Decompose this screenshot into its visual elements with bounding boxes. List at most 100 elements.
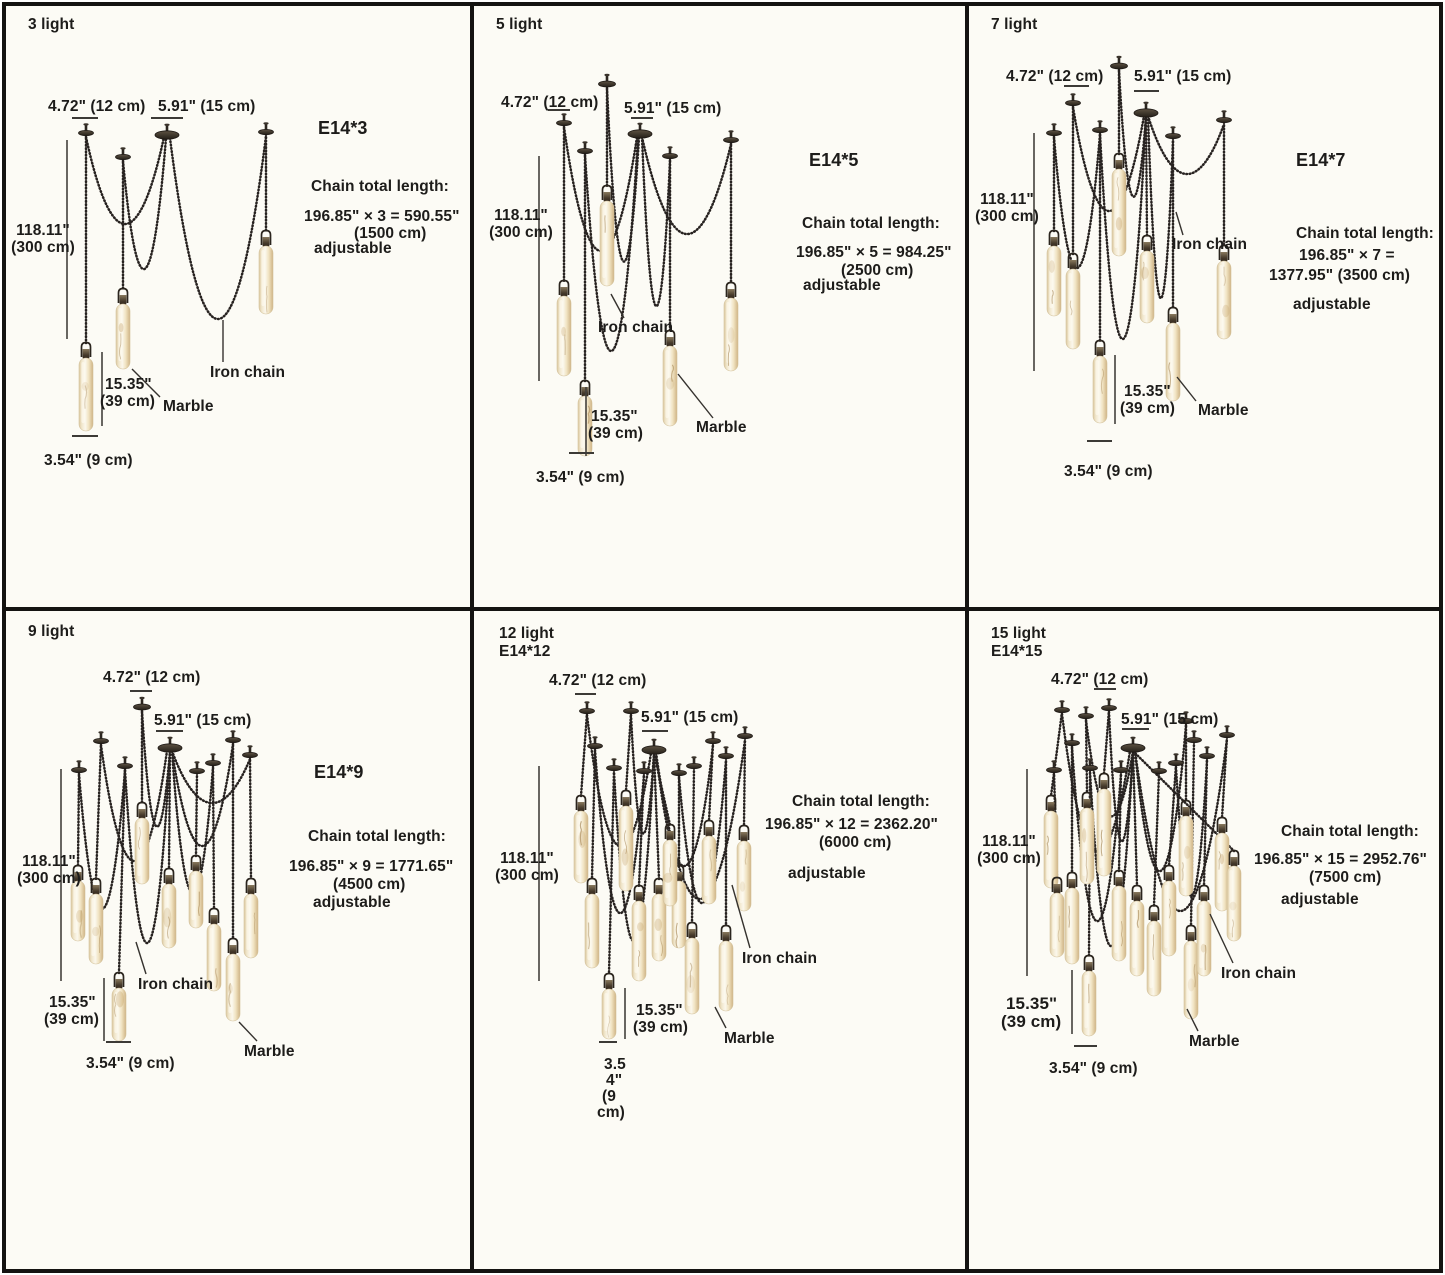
iron-chain-label: Iron chain bbox=[1221, 965, 1297, 982]
marble-pendant bbox=[1146, 904, 1162, 997]
canopy bbox=[1101, 698, 1117, 712]
canopy bbox=[1065, 93, 1081, 107]
bottom-dim: 3.54" (9 cm) bbox=[44, 452, 133, 469]
marble-pendant bbox=[1139, 234, 1155, 324]
marble-dim-cm: (39 cm) bbox=[588, 425, 643, 442]
marble-pendant bbox=[618, 789, 634, 892]
marble-pendant bbox=[1092, 339, 1108, 424]
height-dim-inches: 118.11" bbox=[982, 833, 1036, 850]
marble-pendant bbox=[1216, 244, 1232, 340]
dimension-lines bbox=[1033, 85, 1197, 442]
marble-pendant bbox=[111, 971, 127, 1042]
chain-swags bbox=[77, 709, 252, 945]
height-dim-inches: 118.11" bbox=[500, 850, 554, 867]
chain-drops bbox=[84, 132, 268, 345]
chandelier-drawing bbox=[538, 73, 739, 457]
height-dim-inches: 118.11" bbox=[16, 222, 70, 239]
adjustable-note: adjustable bbox=[803, 277, 881, 294]
marble-pendant bbox=[573, 794, 589, 884]
canopy bbox=[1178, 711, 1194, 725]
marble-pendant bbox=[78, 341, 94, 432]
panel-title: 7 light bbox=[991, 16, 1038, 33]
marble-pendant bbox=[1178, 799, 1194, 897]
adjustable-note: adjustable bbox=[313, 894, 391, 911]
dim-width-large: 5.91" (15 cm) bbox=[154, 712, 252, 729]
chain-swags bbox=[84, 134, 268, 320]
dim-width-large: 5.91" (15 cm) bbox=[641, 709, 739, 726]
chain-length-cm: (2500 cm) bbox=[841, 262, 914, 279]
chain-length-value: 196.85" × 3 = 590.55" bbox=[304, 208, 460, 225]
chandelier-drawing bbox=[538, 693, 753, 1043]
canopy bbox=[1078, 706, 1094, 720]
ceiling-plate bbox=[154, 123, 180, 140]
marble-dim-inches: 15.35" bbox=[636, 1002, 683, 1019]
dim-width-large: 5.91" (15 cm) bbox=[624, 100, 722, 117]
adjustable-note: adjustable bbox=[788, 865, 866, 882]
marble-pendant bbox=[1161, 864, 1177, 957]
height-dim-inches: 118.11" bbox=[22, 853, 76, 870]
panel-title: 15 light bbox=[991, 625, 1047, 642]
marble-pendant bbox=[1096, 772, 1112, 877]
height-dim-cm: (300 cm) bbox=[17, 870, 81, 887]
bulb-spec: E14*3 bbox=[318, 118, 368, 138]
chain-length-cm: 1377.95" (3500 cm) bbox=[1269, 267, 1410, 284]
marble-pendant bbox=[651, 877, 667, 962]
dimension-lines bbox=[66, 117, 224, 437]
canopy bbox=[686, 756, 702, 769]
ceiling-plate bbox=[1133, 101, 1159, 118]
canopy bbox=[1046, 123, 1062, 137]
height-dim-cm: (300 cm) bbox=[975, 208, 1039, 225]
canopy bbox=[242, 745, 258, 758]
marble-pendant bbox=[1064, 871, 1080, 965]
chain-length-heading: Chain total length: bbox=[792, 793, 930, 810]
height-dim-cm: (300 cm) bbox=[977, 850, 1041, 867]
panel-title: 12 light bbox=[499, 625, 555, 642]
marble-dim-cm: (39 cm) bbox=[100, 393, 155, 410]
adjustable-note: adjustable bbox=[314, 240, 392, 257]
marble-pendant bbox=[736, 824, 752, 912]
chain-length-value: 196.85" × 12 = 2362.20" bbox=[765, 816, 939, 833]
iron-chain-label: Iron chain bbox=[210, 364, 286, 381]
canopy bbox=[705, 731, 721, 745]
canopy bbox=[258, 122, 274, 136]
canopy bbox=[556, 113, 572, 127]
canopy bbox=[93, 731, 109, 745]
canopy bbox=[1151, 761, 1167, 774]
panel-subtitle: E14*15 bbox=[991, 643, 1043, 660]
bottom-dim: 3.54" (9 cm) bbox=[1064, 463, 1153, 480]
dim-width-large: 5.91" (15 cm) bbox=[1121, 711, 1219, 728]
ceiling-plate bbox=[641, 738, 667, 755]
bulb-spec: E14*5 bbox=[809, 150, 859, 170]
marble-dim-inches: 15.35" bbox=[591, 408, 638, 425]
canopy bbox=[1199, 746, 1215, 759]
dim-width-small: 4.72" (12 cm) bbox=[1051, 671, 1149, 688]
dimension-lines bbox=[538, 693, 751, 1043]
canopy bbox=[662, 146, 678, 159]
ceiling-plate bbox=[157, 736, 183, 753]
chain-length-cm: (4500 cm) bbox=[333, 876, 406, 893]
chain-length-heading: Chain total length: bbox=[802, 215, 940, 232]
marble-pendant bbox=[1065, 252, 1081, 350]
height-dim-cm: (300 cm) bbox=[495, 867, 559, 884]
canopy bbox=[205, 753, 221, 766]
canopy bbox=[718, 746, 734, 759]
ceiling-plate bbox=[627, 122, 653, 139]
chain-drops bbox=[579, 711, 747, 976]
chain-drops bbox=[1052, 66, 1226, 343]
canopy bbox=[1092, 120, 1108, 134]
chain-length-heading: Chain total length: bbox=[1296, 225, 1434, 242]
dimension-lines bbox=[60, 690, 258, 1043]
marble-pendant bbox=[723, 281, 739, 372]
iron-chain-label: Iron chain bbox=[598, 319, 674, 336]
canopy bbox=[189, 761, 205, 774]
chain-length-heading: Chain total length: bbox=[308, 828, 446, 845]
marble-dim-cm: (39 cm) bbox=[1001, 1012, 1062, 1031]
chandelier-drawing bbox=[1033, 55, 1232, 442]
canopy bbox=[623, 701, 639, 715]
marble-pendant bbox=[225, 937, 241, 1022]
iron-chain-label: Iron chain bbox=[742, 950, 818, 967]
